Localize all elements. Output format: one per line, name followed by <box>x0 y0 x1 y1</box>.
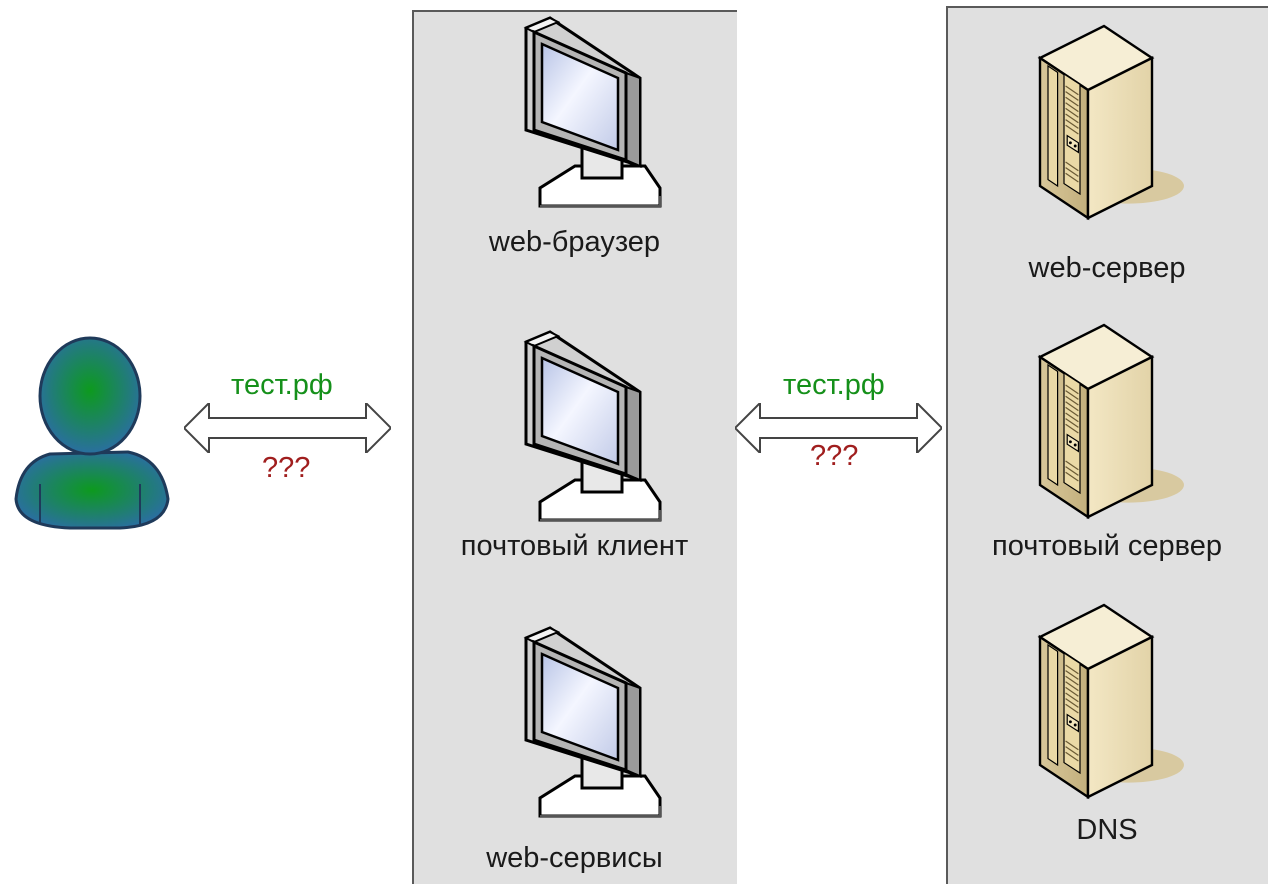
monitor-icon <box>510 330 680 522</box>
link-unknown-label: ??? <box>810 440 859 472</box>
server-label-mail-server: почтовый сервер <box>992 530 1222 562</box>
server-label-dns: DNS <box>1076 814 1138 846</box>
monitor-icon <box>510 16 680 208</box>
client-label-web-services: web-сервисы <box>486 842 663 874</box>
link-protocol-label: тест.рф <box>231 369 333 401</box>
server-label-web-server: web-сервер <box>1028 252 1186 284</box>
client-label-mail-client: почтовый клиент <box>460 530 689 562</box>
server-icon <box>1032 596 1192 806</box>
link-unknown-label: ??? <box>262 452 311 484</box>
client-label-web-browser: web-браузер <box>488 226 661 258</box>
user-icon <box>10 334 170 530</box>
link-protocol-label: тест.рф <box>783 369 885 401</box>
server-icon <box>1032 316 1192 526</box>
server-icon <box>1032 2 1192 242</box>
double-arrow-user-clients <box>183 402 392 454</box>
monitor-icon <box>510 626 680 818</box>
